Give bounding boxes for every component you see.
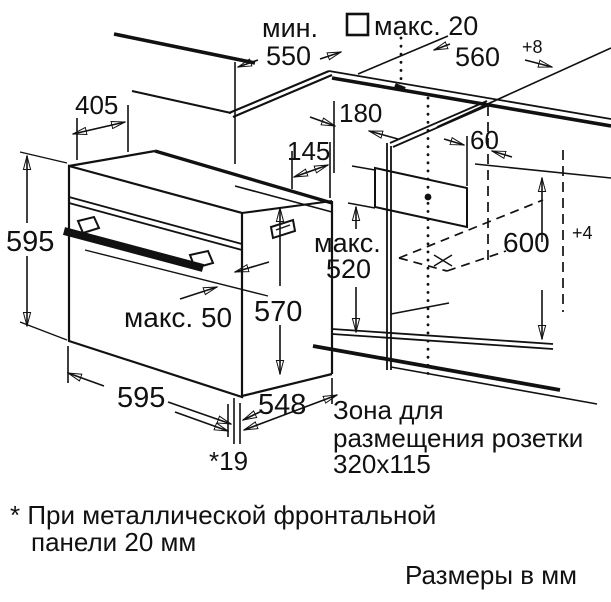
units-note: Размеры в мм	[405, 560, 577, 590]
dim-top-max-gap: макс. 20	[374, 11, 478, 41]
socket-zone-note: Зона для размещения розетки 320x115	[333, 395, 583, 479]
socket-note-line1: Зона для	[333, 395, 444, 425]
socket-note-line3: 320x115	[333, 449, 431, 479]
dim-top-min-label: мин.	[262, 13, 318, 43]
dim-inner-max-label: макс.	[314, 228, 381, 258]
dim-niche-width: 560	[455, 42, 500, 72]
dim-niche-width-tolerance: +8	[522, 37, 543, 57]
dim-oven-depth: 548	[258, 389, 306, 421]
oven-drawing	[62, 149, 334, 444]
socket-note-line2: размещения розетки	[333, 423, 583, 453]
handle-mount-left	[76, 215, 101, 235]
dim-niche-height: 600	[503, 227, 550, 258]
centerline-dotted	[399, 36, 432, 382]
dim-oven-height: 595	[6, 226, 54, 258]
dim-inner-max-value: 520	[326, 254, 371, 284]
footnote: * При металлической фронтальной панели 2…	[10, 500, 436, 557]
dim-case-height: 570	[254, 296, 302, 328]
footnote-line2: панели 20 мм	[31, 527, 196, 557]
dim-rear-top-depth: 145	[287, 136, 330, 166]
dim-handle-max: макс. 50	[124, 302, 232, 333]
oven-handle	[62, 227, 205, 272]
dimension-lines	[19, 44, 552, 437]
side-vent-slot	[269, 218, 297, 240]
socket-center-dot	[424, 193, 432, 201]
dimension-labels: мин. 550 макс. 20 560 +8 405 180 145 60 …	[6, 11, 593, 476]
dim-top-depth: 405	[75, 90, 118, 120]
dim-front-clearance: 180	[339, 98, 382, 128]
gap-square-symbol	[345, 12, 370, 37]
socket-zone-hatch	[374, 166, 468, 229]
dim-top-min-value: 550	[266, 41, 311, 71]
dim-socket-side-offset: 60	[470, 125, 499, 155]
footnote-line1: * При металлической фронтальной	[10, 500, 436, 530]
dim-niche-height-tolerance: +4	[572, 223, 593, 243]
cabinet-drawing	[113, 32, 611, 405]
dim-door-offset: *19	[209, 446, 248, 476]
dim-oven-width: 595	[117, 382, 165, 414]
